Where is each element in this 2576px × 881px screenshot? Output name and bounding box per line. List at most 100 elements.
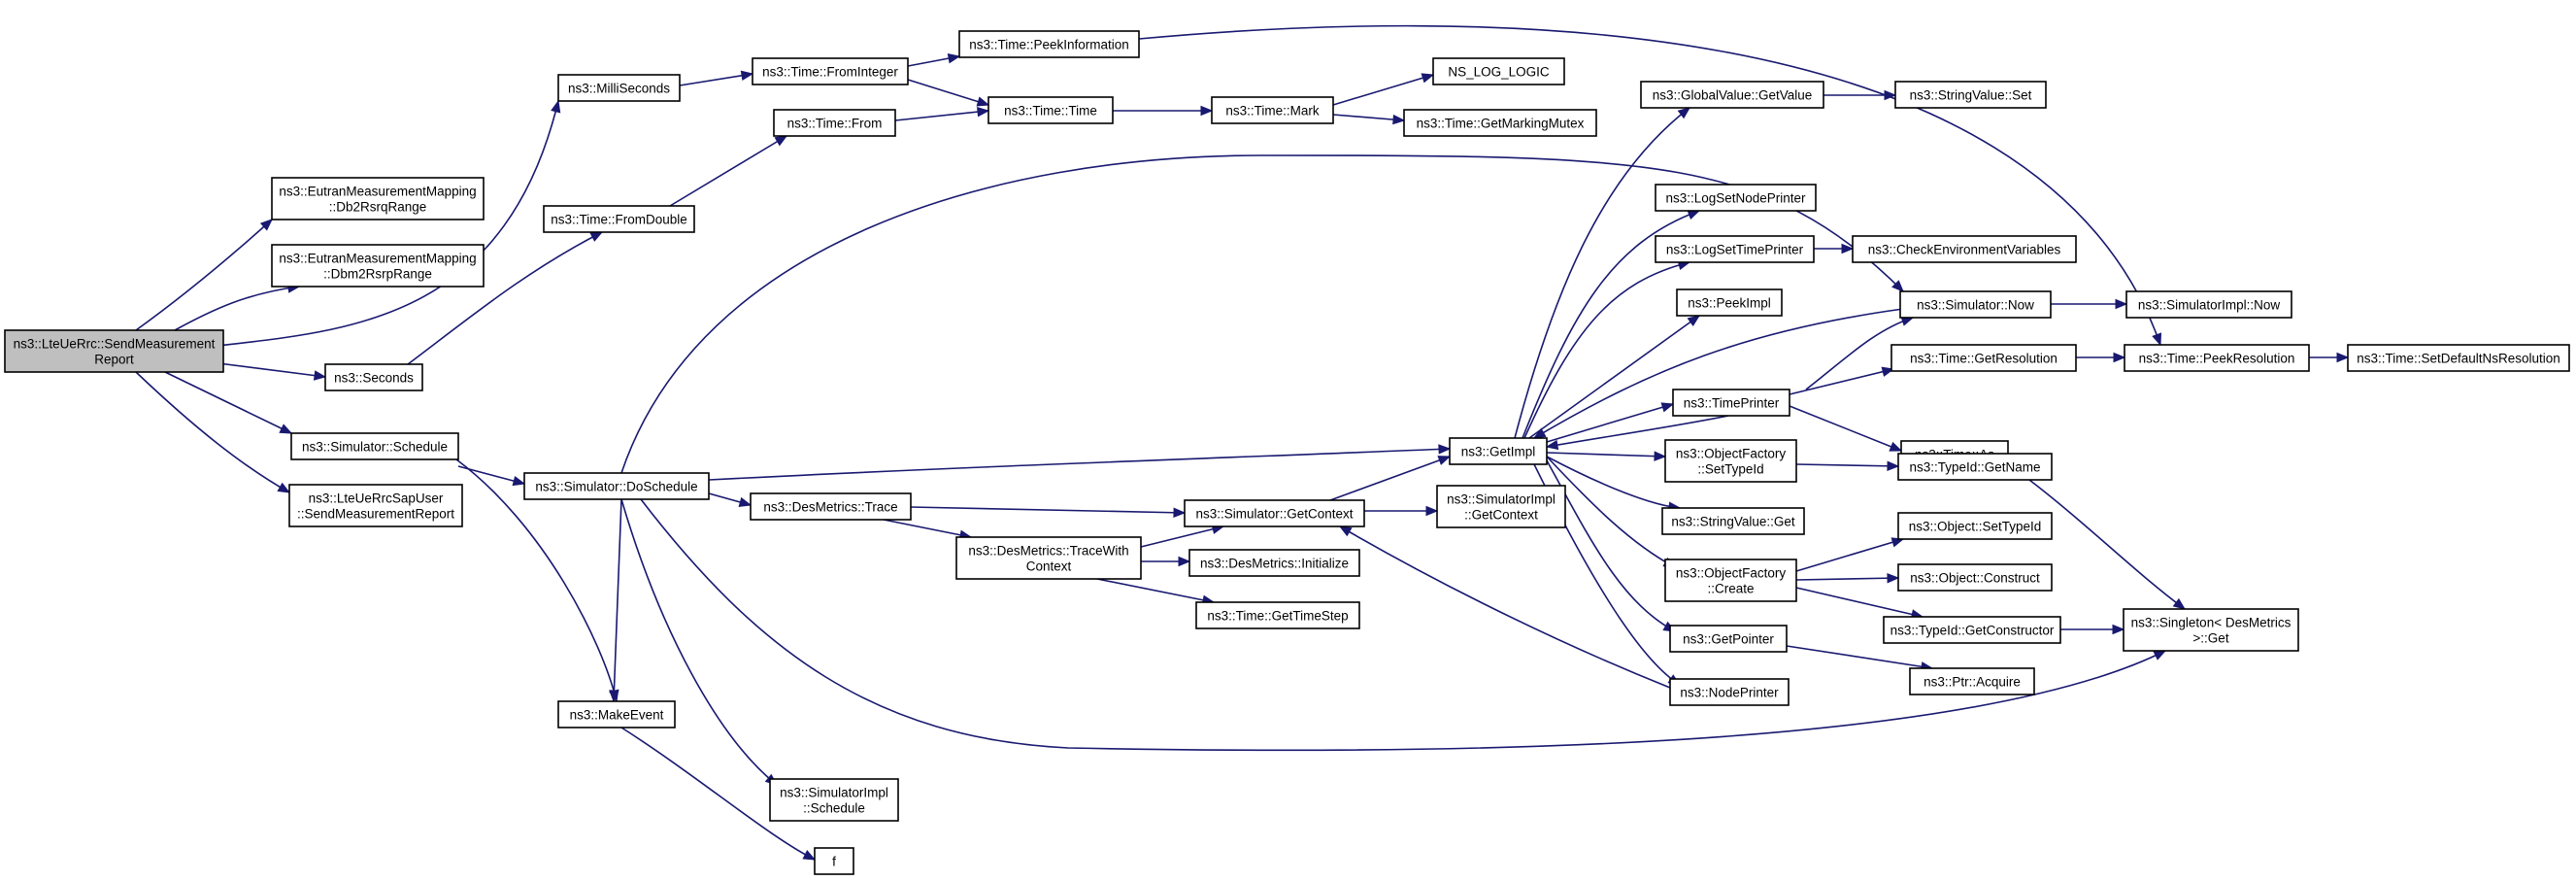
node-svget[interactable]: ns3::StringValue::Get — [1661, 507, 1805, 535]
node-box[interactable] — [1403, 109, 1597, 137]
node-box[interactable] — [773, 109, 896, 137]
node-box[interactable] — [557, 74, 681, 102]
node-peekres[interactable]: ns3::Time::PeekResolution — [2124, 344, 2310, 372]
node-box[interactable] — [2125, 290, 2292, 319]
node-box[interactable] — [750, 492, 912, 521]
node-box[interactable] — [1211, 96, 1334, 124]
node-typegetname[interactable]: ns3::TypeId::GetName — [1897, 453, 2053, 481]
node-peekinfo[interactable]: ns3::Time::PeekInformation — [958, 30, 1140, 58]
node-box[interactable] — [543, 205, 695, 233]
node-sched[interactable]: ns3::Simulator::Schedule — [290, 432, 459, 460]
node-getres[interactable]: ns3::Time::GetResolution — [1890, 344, 2077, 372]
node-ptracquire[interactable]: ns3::Ptr::Acquire — [1909, 667, 2035, 695]
node-singleton[interactable]: ns3::Singleton< DesMetrics>::Get — [2123, 608, 2299, 652]
node-mark[interactable]: ns3::Time::Mark — [1211, 96, 1334, 124]
node-box[interactable] — [1655, 184, 1817, 212]
node-from[interactable]: ns3::Time::From — [773, 109, 896, 137]
node-fromint[interactable]: ns3::Time::FromInteger — [752, 57, 909, 85]
node-box[interactable] — [1664, 439, 1797, 483]
node-box[interactable] — [1669, 625, 1788, 653]
node-getctx[interactable]: ns3::Simulator::GetContext — [1184, 499, 1365, 527]
node-sapuser[interactable]: ns3::LteUeRrcSapUser::SendMeasurementRep… — [288, 484, 463, 527]
node-getimpl[interactable]: ns3::GetImpl — [1449, 437, 1548, 465]
node-peekimpl[interactable]: ns3::PeekImpl — [1676, 288, 1783, 317]
node-makeevent[interactable]: ns3::MakeEvent — [557, 700, 676, 729]
node-markmutex[interactable]: ns3::Time::GetMarkingMutex — [1403, 109, 1597, 137]
node-dbm2rsrp[interactable]: ns3::EutranMeasurementMapping::Dbm2RsrpR… — [271, 244, 485, 288]
node-box[interactable] — [1897, 512, 2053, 540]
node-box[interactable] — [1676, 288, 1783, 317]
node-box[interactable] — [1664, 559, 1797, 602]
node-logtime[interactable]: ns3::LogSetTimePrinter — [1655, 235, 1815, 263]
node-db2rsrq[interactable]: ns3::EutranMeasurementMapping::Db2RsrqRa… — [271, 177, 485, 220]
node-box[interactable] — [955, 536, 1142, 580]
node-simimplgetctx[interactable]: ns3::SimulatorImpl::GetContext — [1436, 485, 1566, 528]
node-timetime[interactable]: ns3::Time::Time — [987, 96, 1114, 124]
node-box[interactable] — [1852, 235, 2077, 263]
node-box[interactable] — [2123, 608, 2299, 652]
node-sec[interactable]: ns3::Seconds — [324, 363, 423, 391]
node-box[interactable] — [1640, 81, 1824, 109]
edge-fromint-to-peekinfo — [907, 52, 961, 67]
node-box[interactable] — [1436, 485, 1566, 528]
node-box[interactable] — [814, 847, 854, 875]
node-ms[interactable]: ns3::MilliSeconds — [557, 74, 681, 102]
node-fromdouble[interactable]: ns3::Time::FromDouble — [543, 205, 695, 233]
node-box[interactable] — [4, 329, 224, 373]
node-box[interactable] — [271, 177, 485, 220]
node-lognode[interactable]: ns3::LogSetNodePrinter — [1655, 184, 1817, 212]
node-desinit[interactable]: ns3::DesMetrics::Initialize — [1188, 549, 1360, 577]
node-box[interactable] — [958, 30, 1140, 58]
node-simnow[interactable]: ns3::Simulator::Now — [1899, 290, 2052, 319]
node-box[interactable] — [1669, 678, 1790, 706]
node-box[interactable] — [769, 778, 899, 822]
node-desmtrace[interactable]: ns3::DesMetrics::Trace — [750, 492, 912, 521]
node-root[interactable]: ns3::LteUeRrc::SendMeasurementReport — [4, 329, 224, 373]
node-ofsettype[interactable]: ns3::ObjectFactory::SetTypeId — [1664, 439, 1797, 483]
node-box[interactable] — [1899, 290, 2052, 319]
node-box[interactable] — [290, 432, 459, 460]
node-simimplsched[interactable]: ns3::SimulatorImpl::Schedule — [769, 778, 899, 822]
node-box[interactable] — [1195, 601, 1360, 629]
node-box[interactable] — [1897, 453, 2053, 481]
node-box[interactable] — [752, 57, 909, 85]
node-box[interactable] — [1672, 389, 1790, 417]
node-svset[interactable]: ns3::StringValue::Set — [1894, 81, 2047, 109]
node-box[interactable] — [557, 700, 676, 729]
node-f[interactable]: f — [814, 847, 854, 875]
node-nodeprinter[interactable]: ns3::NodePrinter — [1669, 678, 1790, 706]
node-box[interactable] — [1661, 507, 1805, 535]
node-box[interactable] — [2347, 344, 2570, 372]
node-simimplnow[interactable]: ns3::SimulatorImpl::Now — [2125, 290, 2292, 319]
node-timeprinter[interactable]: ns3::TimePrinter — [1672, 389, 1790, 417]
node-gvget[interactable]: ns3::GlobalValue::GetValue — [1640, 81, 1824, 109]
node-box[interactable] — [1897, 563, 2053, 592]
node-box[interactable] — [1188, 549, 1360, 577]
node-objsettype[interactable]: ns3::Object::SetTypeId — [1897, 512, 2053, 540]
node-box[interactable] — [1883, 616, 2061, 644]
node-label: NS_LOG_LOGIC — [1448, 65, 1550, 80]
node-box[interactable] — [1449, 437, 1548, 465]
node-box[interactable] — [271, 244, 485, 288]
node-box[interactable] — [1894, 81, 2047, 109]
node-typegetctor[interactable]: ns3::TypeId::GetConstructor — [1883, 616, 2061, 644]
node-box[interactable] — [1655, 235, 1815, 263]
node-objconstruct[interactable]: ns3::Object::Construct — [1897, 563, 2053, 592]
node-box[interactable] — [1432, 57, 1565, 85]
node-box[interactable] — [324, 363, 423, 391]
node-checkenv[interactable]: ns3::CheckEnvironmentVariables — [1852, 235, 2077, 263]
node-box[interactable] — [288, 484, 463, 527]
node-box[interactable] — [2124, 344, 2310, 372]
node-box[interactable] — [1909, 667, 2035, 695]
node-ofcreate[interactable]: ns3::ObjectFactory::Create — [1664, 559, 1797, 602]
node-setdefres[interactable]: ns3::Time::SetDefaultNsResolution — [2347, 344, 2570, 372]
node-box[interactable] — [1890, 344, 2077, 372]
node-timestep[interactable]: ns3::Time::GetTimeStep — [1195, 601, 1360, 629]
node-box[interactable] — [987, 96, 1114, 124]
node-getpointer[interactable]: ns3::GetPointer — [1669, 625, 1788, 653]
node-nslog[interactable]: NS_LOG_LOGIC — [1432, 57, 1565, 85]
node-box[interactable] — [523, 472, 710, 500]
node-dosched[interactable]: ns3::Simulator::DoSchedule — [523, 472, 710, 500]
node-box[interactable] — [1184, 499, 1365, 527]
